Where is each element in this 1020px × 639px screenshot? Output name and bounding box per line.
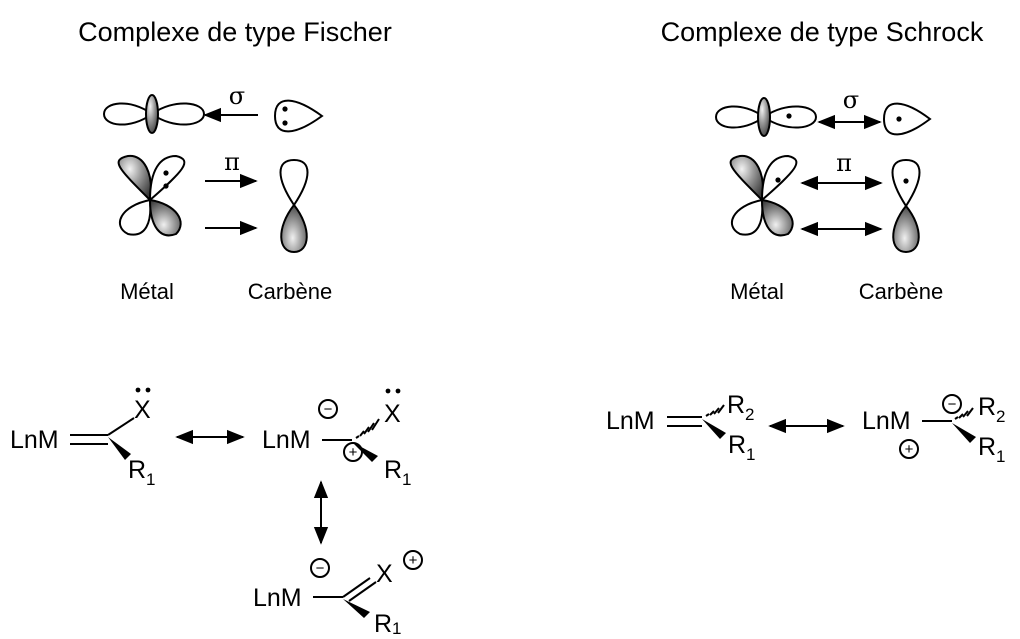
- fischer-s3-x: X: [376, 560, 393, 588]
- fischer-carbene-label: Carbène: [248, 279, 332, 304]
- schrock-carbene-sigma-orbital: [882, 102, 932, 136]
- fischer-title: Complexe de type Fischer: [78, 17, 392, 47]
- svg-text:+: +: [349, 444, 358, 461]
- fischer-s3-pos-charge: [403, 550, 423, 570]
- schrock-structure-1: LnM R 2 R 1: [606, 391, 755, 464]
- fischer-s2-r: R: [384, 456, 402, 484]
- fischer-carbene-p-orbital: [279, 158, 309, 254]
- fischer-s2-neg-charge: [318, 399, 338, 419]
- fischer-structure-1: LnM X R 1: [10, 387, 155, 489]
- schrock-section: Complexe de type Schrock σ π Mé: [606, 17, 1005, 466]
- svg-text:−: −: [316, 560, 325, 577]
- fischer-section: Complexe de type Fischer σ π: [10, 17, 423, 638]
- fischer-s1-metal: LnM: [10, 426, 59, 454]
- schrock-s2-r1: R: [978, 433, 996, 461]
- fischer-s3-r-sub: 1: [392, 619, 401, 634]
- svg-text:+: +: [905, 441, 914, 458]
- svg-text:−: −: [324, 401, 333, 418]
- fischer-s1-x: X: [134, 396, 151, 424]
- schrock-sigma-label: σ: [843, 86, 859, 114]
- schrock-s2-r2-sub: 2: [996, 407, 1005, 426]
- schrock-pi-label: π: [836, 149, 852, 177]
- schrock-metal-d-orbital: [729, 154, 798, 237]
- schrock-s1-r2: R: [727, 391, 745, 419]
- schrock-s2-metal: LnM: [862, 407, 911, 435]
- svg-text:−: −: [948, 396, 957, 413]
- schrock-metal-label: Métal: [730, 279, 784, 304]
- schrock-s1-r1: R: [728, 431, 746, 459]
- fischer-s2-r-sub: 1: [402, 470, 411, 489]
- schrock-s2-neg-charge: [942, 394, 962, 414]
- fischer-s3-metal: LnM: [253, 584, 302, 612]
- schrock-carbene-label: Carbène: [859, 279, 943, 304]
- fischer-s2-metal: LnM: [262, 426, 311, 454]
- schrock-title: Complexe de type Schrock: [661, 17, 984, 47]
- fischer-s2-pos-charge: [343, 442, 363, 462]
- fischer-s3-r: R: [374, 610, 392, 634]
- fischer-structure-3: LnM − X + R 1: [253, 550, 423, 638]
- fischer-s3-neg-charge: [310, 558, 330, 578]
- schrock-s2-r2: R: [978, 393, 996, 421]
- schrock-s2-pos-charge: [899, 439, 919, 459]
- schrock-carbene-p-orbital: [891, 158, 921, 254]
- schrock-s1-r1-sub: 1: [746, 445, 755, 464]
- fischer-s1-r: R: [128, 456, 146, 484]
- fischer-metal-label: Métal: [120, 279, 174, 304]
- schrock-metal-sigma-orbital: [714, 97, 818, 137]
- fischer-pi-label: π: [224, 148, 240, 176]
- schrock-s1-r2-sub: 2: [745, 405, 754, 424]
- svg-text:+: +: [409, 552, 418, 569]
- schrock-s2-r1-sub: 1: [996, 447, 1005, 466]
- fischer-metal-d-orbital: [117, 154, 186, 237]
- fischer-structure-2: LnM − X + R 1: [262, 388, 411, 489]
- fischer-s1-r-sub: 1: [146, 470, 155, 489]
- fischer-metal-sigma-orbital: [102, 94, 206, 134]
- fischer-s2-x: X: [384, 400, 401, 428]
- fischer-carbene-sigma-orbital: [273, 99, 324, 133]
- fischer-sigma-label: σ: [229, 82, 245, 110]
- schrock-structure-2: LnM + − R 2 R 1: [862, 393, 1005, 466]
- schrock-s1-metal: LnM: [606, 407, 655, 435]
